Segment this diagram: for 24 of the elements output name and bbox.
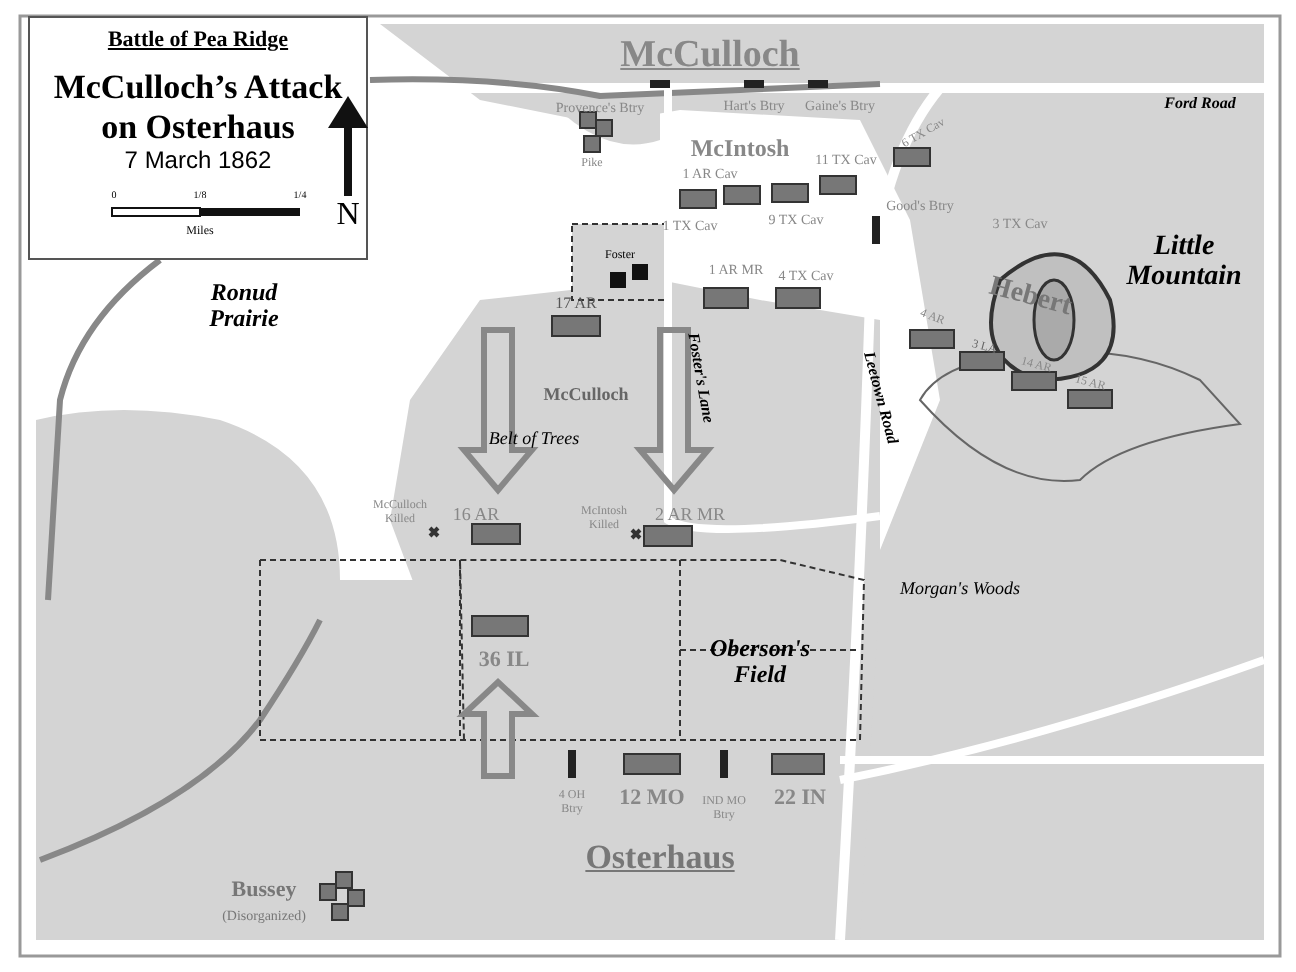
unit-label: 16 AR	[452, 506, 500, 524]
north-label: N	[336, 200, 360, 232]
unit-label: 2 AR MR	[655, 506, 725, 524]
unit-label: 22 IN	[774, 788, 826, 810]
road-label: Leetown Road	[860, 350, 900, 446]
commander-label: Hebert	[985, 273, 1075, 323]
road-label: Foster's Lane	[684, 331, 716, 425]
commander-label: McIntosh	[690, 136, 790, 160]
commander-label: McCulloch	[543, 386, 629, 404]
unit-label: 17 AR	[555, 296, 597, 312]
map-title: McCulloch’s Attack on Osterhaus	[51, 68, 345, 150]
place-label: Morgan's Woods	[899, 580, 1021, 598]
place-label: Oberson's Field	[707, 636, 812, 689]
battle-name: Battle of Pea Ridge	[107, 30, 289, 52]
commander-label: McCulloch	[620, 36, 800, 74]
road-label: Ford Road	[1164, 96, 1236, 112]
commander-label: Osterhaus	[585, 840, 735, 874]
unit-label: 12 MO	[619, 788, 685, 810]
hill-label: Little Mountain	[1124, 232, 1244, 294]
place-label: Ronud Prairie	[207, 280, 281, 333]
date-label: 7 March 1862	[124, 148, 272, 172]
place-label: Belt of Trees	[488, 430, 580, 448]
unit-label: 36 IL	[478, 650, 530, 672]
unit-label: Bussey	[231, 880, 297, 902]
